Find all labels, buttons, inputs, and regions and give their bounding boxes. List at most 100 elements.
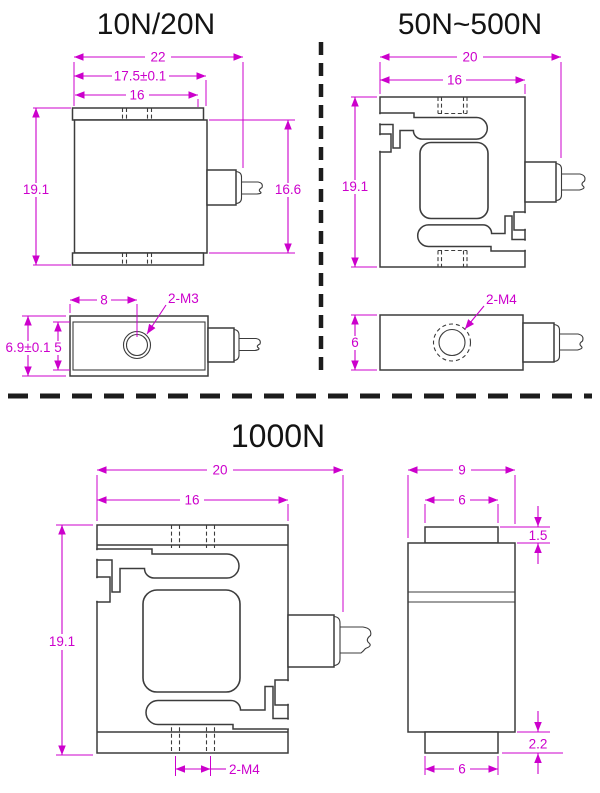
dim-boss-bottom-width: 6: [424, 756, 499, 777]
connector-lip: [235, 170, 243, 205]
mounting-plate-bottom: [71, 252, 205, 266]
body-outline: [407, 542, 516, 733]
connector-lip: [333, 615, 341, 667]
dim-label-bg: [2, 341, 54, 355]
cable: [239, 337, 261, 352]
dim-label: 16: [129, 88, 144, 103]
dim-width-total: 20: [379, 50, 562, 158]
section-title: 1000N: [231, 418, 325, 454]
dim-hole-offset: 8: [69, 293, 138, 337]
dim-boss-height-bottom: 2.2: [502, 711, 563, 774]
thread-leader-line: [464, 305, 485, 330]
edge-opening: [95, 578, 99, 601]
dim-label-bg: [454, 761, 470, 775]
dim-width-body: 16: [380, 73, 526, 94]
dim-height-total: 19.1: [21, 107, 71, 266]
strain-gauge-pad: [419, 141, 489, 220]
dim-label-bg: [97, 293, 111, 306]
dim-width-flange: 17.5±0.1: [74, 69, 207, 106]
s-slot-bottom: [417, 215, 526, 252]
dim-label: 19.1: [49, 634, 75, 649]
dim-height-total: 19.1: [340, 96, 377, 268]
thread-dashed-circle: [432, 323, 472, 362]
thread-callout: 2-M3: [146, 291, 199, 335]
dim-label: 16: [184, 493, 199, 508]
edge-opening: [378, 114, 382, 124]
strain-gauge-pad: [142, 589, 241, 693]
edge-opening: [523, 240, 527, 250]
connector-body: [522, 322, 555, 363]
cable: [241, 181, 263, 195]
s-slot-top: [96, 548, 240, 593]
edge-opening: [286, 719, 290, 729]
dim-label: 5: [54, 340, 62, 355]
body-outline: [73, 119, 208, 254]
dim-label-bg: [340, 180, 370, 194]
edge-notch-left: [96, 576, 111, 603]
dim-label: 9: [458, 463, 466, 478]
boss-bottom: [424, 731, 499, 754]
dim-label: 2.2: [529, 737, 548, 752]
dim-label-bg: [453, 462, 471, 477]
front-view: [378, 96, 586, 268]
boss-top: [424, 526, 499, 544]
body-inner-line: [72, 321, 206, 371]
edge-opening: [378, 135, 382, 151]
connector-lip: [553, 323, 561, 363]
dim-label: 6.9±0.1: [6, 340, 51, 355]
dim-topview-height-inner: 5: [51, 321, 70, 371]
thread-hole-circle: [438, 328, 466, 357]
mounting-plate-top: [71, 107, 205, 121]
dim-label-bg: [457, 50, 483, 64]
dim-label: 20: [212, 463, 227, 478]
dim-label-bg: [273, 183, 303, 197]
edge-opening: [95, 550, 99, 559]
thread-label: 2-M4: [486, 292, 517, 307]
dim-topview-height: 6: [347, 314, 377, 371]
dim-topview-height-total: 6.9±0.1: [2, 315, 66, 377]
dim-label: 19.1: [23, 182, 49, 197]
dim-label: 22: [150, 50, 165, 65]
section-title: 10N/20N: [97, 8, 215, 41]
thread-label: 2-M3: [168, 291, 199, 306]
front-view: [71, 107, 263, 266]
section-1000n: 1000N 20 16: [44, 418, 563, 777]
dim-label-bg: [180, 492, 204, 507]
dim-label: 16: [447, 73, 462, 88]
dim-label-bg: [21, 183, 51, 197]
dim-height-total: 19.1: [44, 524, 93, 756]
section-10n-20n: 10N/20N 22 17.5±0.1 16: [2, 8, 303, 377]
dim-label-bg: [347, 336, 363, 350]
connector-lip: [233, 328, 240, 362]
section-50n-500n: 50N~500N 20 16: [340, 8, 586, 371]
dim-width-total: 20: [96, 462, 344, 612]
thread-callout-bottom: 2-M4: [175, 756, 260, 777]
dim-width-total: 22: [73, 50, 244, 168]
thread-label: 2-M4: [229, 762, 260, 777]
connector-lip: [555, 162, 563, 202]
dim-label: 1.5: [529, 528, 548, 543]
front-view: [95, 524, 372, 754]
dim-label: 20: [462, 50, 477, 65]
hidden-hole-lines: [170, 525, 216, 753]
dim-height-inner: 16.6: [209, 119, 303, 254]
side-view: [407, 526, 516, 754]
dim-label: 6: [458, 762, 466, 777]
dim-label: 6: [458, 493, 466, 508]
dim-boss-height-top: 1.5: [500, 506, 550, 564]
dim-label: 16.6: [275, 182, 301, 197]
cable: [561, 173, 586, 191]
dim-label: 19.1: [342, 179, 368, 194]
dim-label-bg: [207, 462, 233, 477]
dim-label-bg: [44, 634, 80, 650]
dim-label-bg: [443, 73, 466, 87]
top-view: [69, 315, 261, 377]
connector-body: [207, 327, 235, 363]
top-view: [379, 314, 584, 371]
body-outline: [69, 315, 209, 377]
edge-notch-right: [274, 679, 289, 706]
dim-label-bg: [126, 88, 149, 102]
dim-width-body: 16: [97, 492, 289, 521]
cable: [340, 626, 372, 654]
